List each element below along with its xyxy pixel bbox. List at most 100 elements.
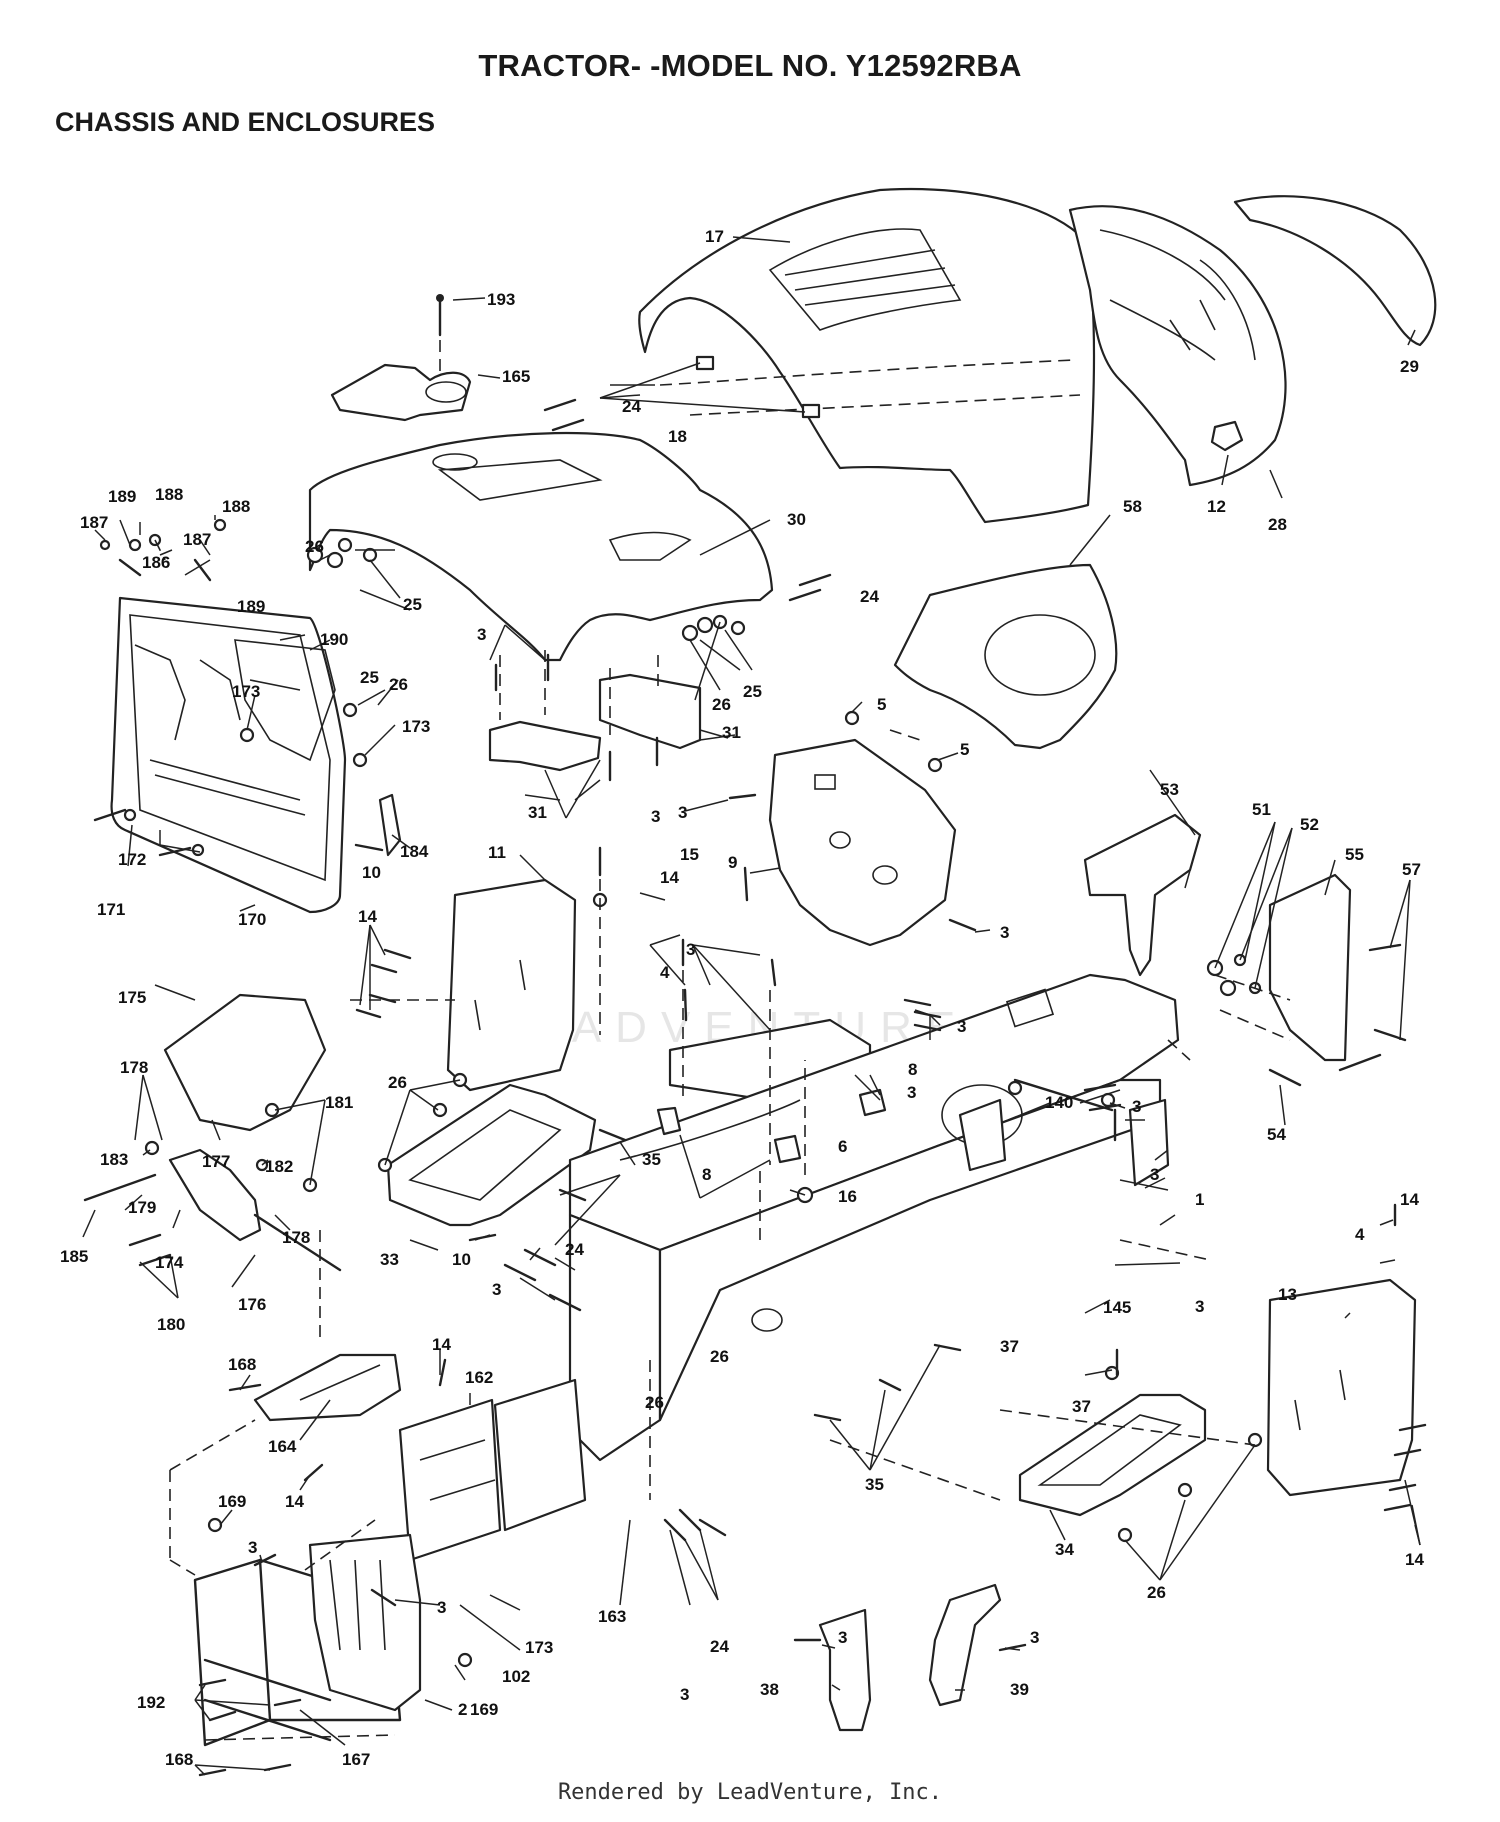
callout-174: 174 <box>155 1253 184 1272</box>
callout-17: 17 <box>705 227 724 246</box>
callout-171: 171 <box>97 900 125 919</box>
callout-14: 14 <box>358 907 377 926</box>
callout-26: 26 <box>388 1073 407 1092</box>
part-140-bracket[interactable] <box>958 1098 1007 1172</box>
part-164-bumper[interactable] <box>253 1353 402 1422</box>
part-8-clip-bottom[interactable] <box>773 1134 802 1164</box>
part-12-clip[interactable] <box>1210 420 1244 452</box>
callout-2: 2 <box>458 1700 467 1719</box>
callout-39: 39 <box>1010 1680 1029 1699</box>
callout-4: 4 <box>660 963 670 982</box>
part-hood-pad-upper[interactable] <box>695 355 715 371</box>
part-162-front-panel[interactable] <box>398 1398 502 1562</box>
callout-173: 173 <box>402 717 430 736</box>
callout-163: 163 <box>598 1607 626 1626</box>
part-163-front-panel[interactable] <box>493 1378 587 1532</box>
callout-192: 192 <box>137 1693 165 1712</box>
callout-3: 3 <box>838 1628 847 1647</box>
callout-24: 24 <box>565 1240 584 1259</box>
callout-37: 37 <box>1072 1397 1091 1416</box>
callout-33: 33 <box>380 1250 399 1269</box>
callout-1: 1 <box>1195 1190 1204 1209</box>
callout-173: 173 <box>525 1638 553 1657</box>
part-38-bracket[interactable] <box>818 1608 872 1732</box>
callout-14: 14 <box>432 1335 451 1354</box>
callout-37: 37 <box>1000 1337 1019 1356</box>
part-nose-cap[interactable] <box>1233 195 1437 347</box>
part-34-footrest-right[interactable] <box>1018 1393 1207 1517</box>
part-165-cover[interactable] <box>330 363 472 422</box>
part-174-lever[interactable] <box>168 1148 262 1242</box>
callout-5: 5 <box>877 695 886 714</box>
callout-9: 9 <box>728 853 737 872</box>
callout-54: 54 <box>1267 1125 1286 1144</box>
part-13-side-panel[interactable] <box>1266 1278 1417 1497</box>
callout-175: 175 <box>118 988 146 1007</box>
callout-14: 14 <box>1405 1550 1424 1569</box>
part-8-clip-right[interactable] <box>858 1088 887 1117</box>
part-33-footrest-left[interactable] <box>386 1083 597 1227</box>
callout-25: 25 <box>403 595 422 614</box>
part-39-bracket[interactable] <box>928 1583 1002 1707</box>
part-31-bracket-right[interactable] <box>598 673 702 750</box>
callout-140: 140 <box>1045 1093 1073 1112</box>
callout-183: 183 <box>100 1150 128 1169</box>
part-8-clip-left[interactable] <box>656 1106 682 1136</box>
section-title: CHASSIS AND ENCLOSURES <box>55 107 436 137</box>
callout-3: 3 <box>248 1538 257 1557</box>
callout-168: 168 <box>165 1750 193 1769</box>
callout-3: 3 <box>437 1598 446 1617</box>
part-184-bracket[interactable] <box>378 793 402 857</box>
callout-6: 6 <box>838 1137 847 1156</box>
part-176-rod[interactable] <box>253 1213 342 1272</box>
callout-14: 14 <box>660 868 679 887</box>
callout-55: 55 <box>1345 845 1364 864</box>
part-175-deck-shield[interactable] <box>163 993 327 1132</box>
callout-172: 172 <box>118 850 146 869</box>
callout-3: 3 <box>1195 1297 1204 1316</box>
assembly-lines <box>154 340 1291 1741</box>
callout-57: 57 <box>1402 860 1421 879</box>
part-hood-pad-lower[interactable] <box>801 403 821 419</box>
callout-11: 11 <box>488 843 506 862</box>
part-hood[interactable] <box>638 187 1096 524</box>
callout-170: 170 <box>238 910 266 929</box>
callout-187: 187 <box>183 530 211 549</box>
part-185-pin[interactable] <box>83 1173 157 1202</box>
callout-188: 188 <box>155 485 183 504</box>
callout-30: 30 <box>787 510 806 529</box>
callout-189: 189 <box>108 487 136 506</box>
callout-12: 12 <box>1207 497 1226 516</box>
callout-173: 173 <box>232 682 260 701</box>
callout-28: 28 <box>1268 515 1287 534</box>
part-31-bracket-left[interactable] <box>488 720 602 772</box>
callout-164: 164 <box>268 1437 297 1456</box>
part-58-shroud[interactable] <box>893 563 1118 750</box>
part-55-bracket[interactable] <box>1268 873 1352 1062</box>
part-11-side-panel[interactable] <box>446 878 577 1092</box>
part-grille-housing[interactable] <box>1068 205 1287 487</box>
leader-lines <box>82 236 1421 1776</box>
part-2-bracket[interactable] <box>308 1533 422 1712</box>
callout-179: 179 <box>128 1198 156 1217</box>
callout-25: 25 <box>360 668 379 687</box>
part-9-cowl[interactable] <box>768 738 957 947</box>
part-53-bracket[interactable] <box>1083 813 1202 977</box>
part-dash-panel[interactable] <box>308 431 774 662</box>
part-170-grille-frame[interactable] <box>110 596 347 914</box>
part-145-pin[interactable] <box>1013 1078 1114 1112</box>
callout-18: 18 <box>668 427 687 446</box>
callout-35: 35 <box>865 1475 884 1494</box>
callout-193: 193 <box>487 290 515 309</box>
callout-178: 178 <box>282 1228 310 1247</box>
callout-186: 186 <box>142 553 170 572</box>
callout-24: 24 <box>860 587 879 606</box>
callout-187: 187 <box>80 513 108 532</box>
callout-26: 26 <box>710 1347 729 1366</box>
callout-10: 10 <box>452 1250 471 1269</box>
callout-58: 58 <box>1123 497 1142 516</box>
callout-52: 52 <box>1300 815 1319 834</box>
part-190-mesh[interactable] <box>234 639 336 762</box>
part-frame-bracket-right[interactable] <box>1128 1098 1170 1187</box>
callout-24: 24 <box>622 397 641 416</box>
